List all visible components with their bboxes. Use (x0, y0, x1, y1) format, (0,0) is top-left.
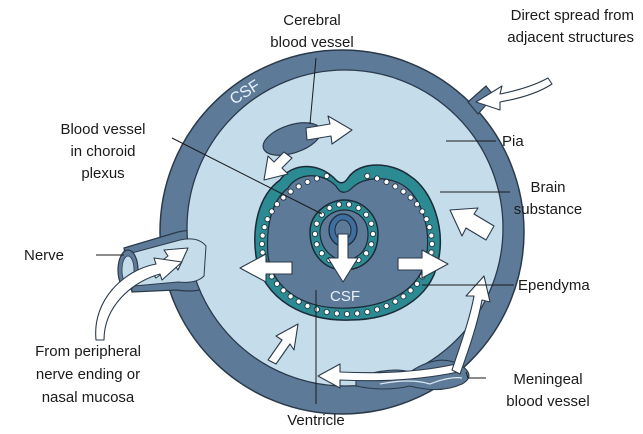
label-choroid-2: in choroid (70, 143, 135, 160)
ependymal-cell (305, 303, 310, 308)
label-ventricle: Ventricle (287, 412, 345, 429)
ependymal-cell (365, 173, 370, 178)
ependymal-cell (393, 184, 398, 189)
arrow-peripheral (96, 258, 182, 340)
ependymal-cell (314, 176, 319, 181)
ependymal-cell (327, 205, 332, 210)
ependymal-cell (262, 225, 267, 230)
ependymal-cell (355, 311, 360, 316)
ependymal-cell (420, 209, 425, 214)
ependymal-cell (384, 303, 389, 308)
label-direct-1: Direct spread from (511, 7, 634, 24)
ependymal-cell (336, 202, 341, 207)
ependymal-cell (344, 311, 349, 316)
ependymal-cell (369, 221, 374, 226)
label-brain-2: substance (514, 201, 582, 218)
ependymal-cell (401, 294, 406, 299)
label-choroid-1: Blood vessel (60, 121, 145, 138)
ependymal-cell (365, 309, 370, 314)
ependymal-cell (260, 233, 265, 238)
label-cerebral-2: blood vessel (270, 34, 353, 51)
label-meningeal-1: Meningeal (513, 371, 582, 388)
ependymal-cell (274, 281, 279, 286)
label-choroid-3: plexus (81, 165, 124, 182)
label-peripheral-1: From peripheral (35, 343, 141, 360)
ependymal-cell (414, 202, 419, 207)
ependymal-cell (429, 233, 434, 238)
ependymal-cell (265, 217, 270, 222)
ependymal-cell (364, 251, 369, 256)
ependymal-cell (296, 299, 301, 304)
ependymal-cell (427, 225, 432, 230)
ependymal-cell (334, 311, 339, 316)
label-meningeal-2: blood vessel (506, 393, 589, 410)
ependymal-cell (314, 242, 319, 247)
ependymal-cell (259, 241, 264, 246)
ependymal-cell (424, 217, 429, 222)
ependymal-cell (384, 179, 389, 184)
ependymal-cell (324, 173, 329, 178)
label-ependyma: Ependyma (518, 277, 590, 294)
label-peripheral-3: nasal mucosa (42, 389, 135, 406)
ependymal-cell (346, 202, 351, 207)
ependymal-cell (305, 179, 310, 184)
ependymal-cell (408, 195, 413, 200)
ependymal-cell (269, 274, 274, 279)
ependymal-cell (274, 202, 279, 207)
ependymal-cell (314, 221, 319, 226)
ependymal-cell (375, 176, 380, 181)
label-pia: Pia (502, 133, 524, 150)
ependymal-cell (356, 205, 361, 210)
ependymal-cell (288, 189, 293, 194)
ependymal-cell (296, 184, 301, 189)
ependymal-cell (408, 288, 413, 293)
ependymal-cell (370, 231, 375, 236)
ependymal-cell (414, 281, 419, 286)
ependymal-cell (429, 241, 434, 246)
ependymal-cell (324, 309, 329, 314)
ependymal-cell (364, 212, 369, 217)
ependymal-cell (369, 242, 374, 247)
ependymal-cell (260, 250, 265, 255)
label-direct-2: adjacent structures (507, 29, 634, 46)
ependymal-cell (319, 251, 324, 256)
label-peripheral-2: nerve ending or (36, 366, 140, 383)
ependymal-cell (269, 209, 274, 214)
label-brain-1: Brain (530, 179, 565, 196)
ependymal-cell (281, 288, 286, 293)
label-cerebral-1: Cerebral (283, 12, 341, 29)
label-nerve: Nerve (24, 247, 64, 264)
csf-label-ventricle: CSF (330, 288, 360, 305)
ependymal-cell (312, 231, 317, 236)
ependymal-cell (314, 307, 319, 312)
ependymal-cell (401, 189, 406, 194)
ependymal-cell (288, 294, 293, 299)
ependymal-cell (375, 307, 380, 312)
ependymal-cell (393, 299, 398, 304)
